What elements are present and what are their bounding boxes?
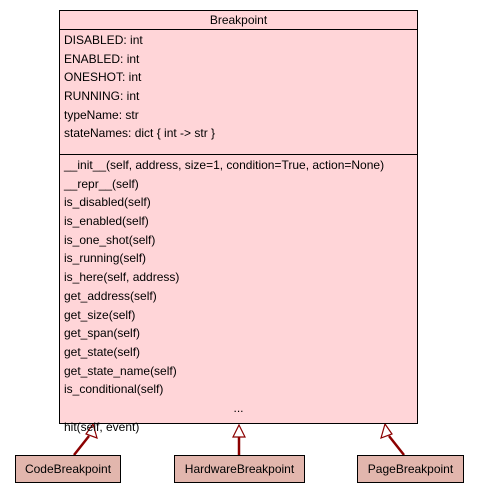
inheritance-link-page: [380, 422, 405, 456]
method-row: get_state(self): [64, 344, 141, 359]
attribute-row: stateNames: dict { int -> str }: [64, 126, 216, 141]
attribute-row: typeName: str: [64, 107, 139, 122]
attribute-row: DISABLED: int: [64, 33, 143, 47]
method-row: hit(self, event): [64, 419, 140, 434]
class-breakpoint: Breakpoint DISABLED: int ENABLED: int ON…: [59, 10, 418, 434]
method-row: __init__(self, address, size=1, conditio…: [64, 158, 385, 172]
inheritance-link-hardware: [232, 423, 246, 455]
inheritance-link-code: [73, 422, 98, 456]
method-row: is_conditional(self): [64, 382, 164, 397]
attribute-row: RUNNING: int: [64, 89, 140, 104]
method-row: get_span(self): [64, 326, 141, 341]
method-row: is_here(self, address): [64, 270, 180, 285]
method-row: is_enabled(self): [64, 214, 149, 229]
method-row: is_one_shot(self): [64, 232, 156, 247]
method-row: get_size(self): [64, 307, 136, 322]
class-hardware-breakpoint: HardwareBreakpoint: [174, 455, 305, 483]
attributes-section: DISABLED: int ENABLED: int ONESHOT: int …: [60, 30, 417, 155]
method-row: is_running(self): [64, 251, 147, 266]
attribute-row: ONESHOT: int: [64, 70, 142, 85]
attribute-row: ENABLED: int: [64, 51, 140, 66]
class-code-breakpoint: CodeBreakpoint: [15, 455, 121, 483]
class-page-breakpoint: PageBreakpoint: [357, 455, 464, 483]
methods-section: __init__(self, address, size=1, conditio…: [60, 155, 417, 436]
methods-ellipsis: ...: [233, 400, 244, 415]
method-row: is_disabled(self): [64, 195, 151, 210]
class-name: Breakpoint: [60, 11, 417, 30]
method-row: get_address(self): [64, 288, 157, 303]
method-row: get_state_name(self): [64, 363, 177, 378]
method-row: __repr__(self): [64, 176, 139, 191]
